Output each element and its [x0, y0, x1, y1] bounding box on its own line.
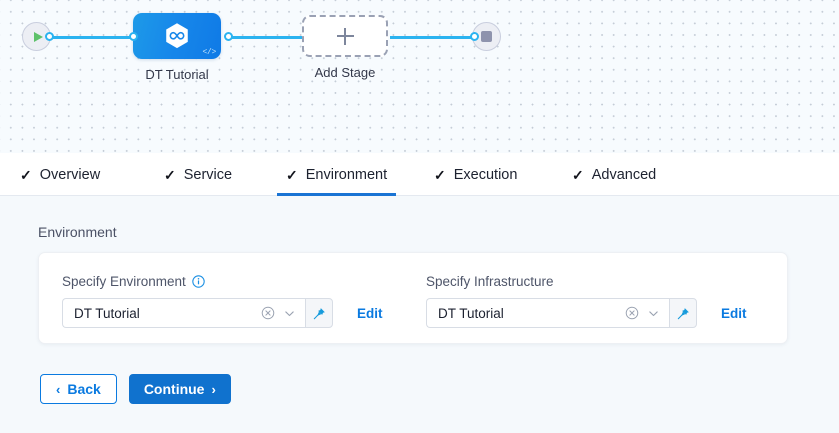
specify-environment-label-text: Specify Environment	[62, 274, 186, 289]
stage-node-input-port[interactable]	[129, 32, 138, 41]
specify-infrastructure-pin-button[interactable]	[669, 298, 697, 328]
specify-infrastructure-label: Specify Infrastructure	[426, 273, 747, 290]
info-circle-icon[interactable]	[192, 275, 205, 288]
check-icon: ✓	[20, 168, 32, 182]
pin-icon	[677, 307, 690, 320]
back-button[interactable]: ‹ Back	[40, 374, 117, 404]
tab-execution-label: Execution	[454, 167, 518, 183]
tab-service-label: Service	[184, 167, 232, 183]
edge-stage-to-add	[228, 36, 305, 39]
specify-infrastructure-edit-link[interactable]: Edit	[721, 306, 747, 321]
stage-node-dt-tutorial[interactable]: </>	[133, 13, 221, 59]
tab-overview-label: Overview	[40, 167, 100, 183]
specify-environment-value: DT Tutorial	[74, 306, 261, 321]
tab-service[interactable]: ✓ Service	[164, 153, 232, 196]
start-node-port[interactable]	[45, 32, 54, 41]
section-title: Environment	[38, 224, 117, 240]
check-icon: ✓	[434, 168, 446, 182]
chevron-left-icon: ‹	[56, 383, 60, 396]
add-stage-label: Add Stage	[302, 65, 388, 80]
specify-infrastructure-row: DT Tutorial Edit	[426, 298, 747, 328]
field-specify-environment: Specify Environment DT Tutorial	[62, 273, 383, 328]
tab-advanced[interactable]: ✓ Advanced	[572, 153, 656, 196]
specify-environment-edit-link[interactable]: Edit	[357, 306, 383, 321]
chevron-down-icon[interactable]	[284, 308, 295, 319]
code-icon: </>	[202, 48, 216, 57]
tab-advanced-label: Advanced	[592, 167, 657, 183]
chevron-down-icon[interactable]	[648, 308, 659, 319]
hexagon-infinity-icon	[164, 22, 190, 51]
edge-add-to-end	[390, 36, 474, 39]
specify-environment-pin-button[interactable]	[305, 298, 333, 328]
pipeline-canvas[interactable]: </> DT Tutorial Add Stage	[0, 0, 839, 153]
tab-execution[interactable]: ✓ Execution	[434, 153, 517, 196]
stage-tab-bar: ✓ Overview ✓ Service ✓ Environment ✓ Exe…	[0, 153, 839, 196]
back-button-label: Back	[67, 381, 100, 397]
continue-button[interactable]: Continue ›	[129, 374, 231, 404]
chevron-right-icon: ›	[211, 383, 215, 396]
stage-node-output-port[interactable]	[224, 32, 233, 41]
field-specify-infrastructure: Specify Infrastructure DT Tutorial	[426, 273, 747, 328]
specify-environment-label: Specify Environment	[62, 273, 383, 290]
edge-start-to-stage	[45, 36, 137, 39]
stop-icon	[481, 31, 492, 42]
stage-node-label: DT Tutorial	[133, 67, 221, 82]
add-stage-button[interactable]	[302, 15, 388, 57]
environment-card: Specify Environment DT Tutorial	[38, 252, 788, 344]
play-icon	[34, 32, 43, 42]
check-icon: ✓	[572, 168, 584, 182]
check-icon: ✓	[164, 168, 176, 182]
specify-environment-select[interactable]: DT Tutorial	[62, 298, 305, 328]
footer-actions: ‹ Back Continue ›	[40, 374, 231, 404]
specify-infrastructure-select[interactable]: DT Tutorial	[426, 298, 669, 328]
clear-circle-icon[interactable]	[261, 306, 275, 320]
plus-icon	[337, 28, 354, 45]
specify-infrastructure-label-text: Specify Infrastructure	[426, 274, 554, 289]
tab-overview[interactable]: ✓ Overview	[20, 153, 100, 196]
tab-environment-label: Environment	[306, 167, 387, 183]
check-icon: ✓	[286, 168, 298, 182]
pin-icon	[313, 307, 326, 320]
clear-circle-icon[interactable]	[625, 306, 639, 320]
environment-panel: Environment Specify Environment DT Tutor…	[0, 196, 839, 433]
tab-environment[interactable]: ✓ Environment	[277, 153, 396, 196]
end-node-port[interactable]	[470, 32, 479, 41]
specify-infrastructure-value: DT Tutorial	[438, 306, 625, 321]
continue-button-label: Continue	[144, 381, 205, 397]
specify-environment-row: DT Tutorial Edit	[62, 298, 383, 328]
